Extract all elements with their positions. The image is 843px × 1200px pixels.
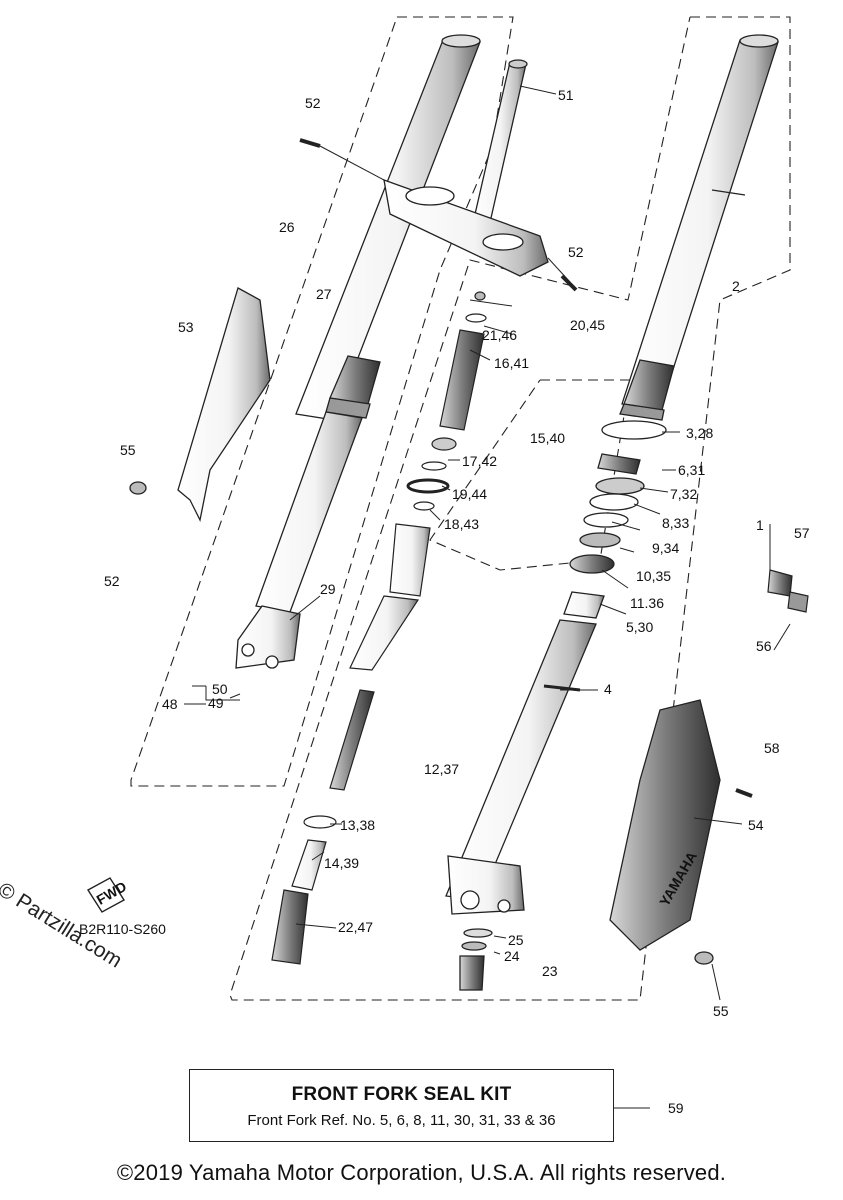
part-label: 2 [732, 278, 740, 294]
copyright-notice: ©2019 Yamaha Motor Corporation, U.S.A. A… [116, 1160, 727, 1185]
part-label: 3,28 [686, 425, 713, 441]
dashed-group-outlines [130, 16, 791, 1001]
part-label: 9,34 [652, 540, 679, 556]
diagram-code: B2R110-S260 [79, 921, 166, 937]
right-fork-assembly [445, 34, 779, 991]
fork-guard-right [609, 699, 753, 965]
part-label: 59 [668, 1100, 684, 1116]
part-label: 51 [558, 87, 574, 103]
part-label: 1 [756, 517, 764, 533]
caption-title: FRONT FORK SEAL KIT [291, 1084, 512, 1105]
part-label: 8,33 [662, 515, 689, 531]
part-label: 26 [279, 219, 295, 235]
part-labels: 52 51 26 52 2 27 20,45 21,46 53 16,41 15… [104, 87, 810, 1116]
part-label: 24 [504, 948, 520, 964]
part-label: 54 [748, 817, 764, 833]
part-label: 50 [212, 681, 228, 697]
part-label: 57 [794, 525, 810, 541]
part-label: 19,44 [452, 486, 487, 502]
part-label: 56 [756, 638, 772, 654]
part-label: 18,43 [444, 516, 479, 532]
part-label: 13,38 [340, 817, 375, 833]
fork-guard-left [129, 287, 271, 522]
part-label: 49 [208, 695, 224, 711]
part-label: 27 [316, 286, 332, 302]
part-label: 58 [764, 740, 780, 756]
leader-lines [184, 85, 791, 1109]
part-label: 55 [713, 1003, 729, 1019]
part-label: 52 [305, 95, 321, 111]
left-fork-assembly [235, 34, 481, 669]
part-label: 10,35 [636, 568, 671, 584]
part-label: 52 [568, 244, 584, 260]
clips [767, 569, 809, 613]
part-label: 16,41 [494, 355, 529, 371]
part-label: 7,32 [670, 486, 697, 502]
part-label: 48 [162, 696, 178, 712]
seal-kit-caption-box: FRONT FORK SEAL KIT Front Fork Ref. No. … [189, 1069, 614, 1142]
part-label: 52 [104, 573, 120, 589]
part-label: 55 [120, 442, 136, 458]
part-label: 14,39 [324, 855, 359, 871]
part-label: 53 [178, 319, 194, 335]
fwd-arrow-icon: FWD [87, 877, 129, 913]
part-label: 29 [320, 581, 336, 597]
part-label: 6,31 [678, 462, 705, 478]
part-label: 11.36 [630, 595, 664, 611]
part-label: 12,37 [424, 761, 459, 777]
part-label: 20,45 [570, 317, 605, 333]
part-label: 5,30 [626, 619, 653, 635]
part-label: 23 [542, 963, 558, 979]
part-label: 25 [508, 932, 524, 948]
caption-subtitle: Front Fork Ref. No. 5, 6, 8, 11, 30, 31,… [247, 1112, 556, 1129]
part-label: 21,46 [482, 327, 517, 343]
part-label: 4 [604, 681, 612, 697]
part-label: 22,47 [338, 919, 373, 935]
triple-clamp [299, 59, 578, 292]
damper-cartridge [271, 291, 487, 965]
part-label: 15,40 [530, 430, 565, 446]
part-label: 17,42 [462, 453, 497, 469]
